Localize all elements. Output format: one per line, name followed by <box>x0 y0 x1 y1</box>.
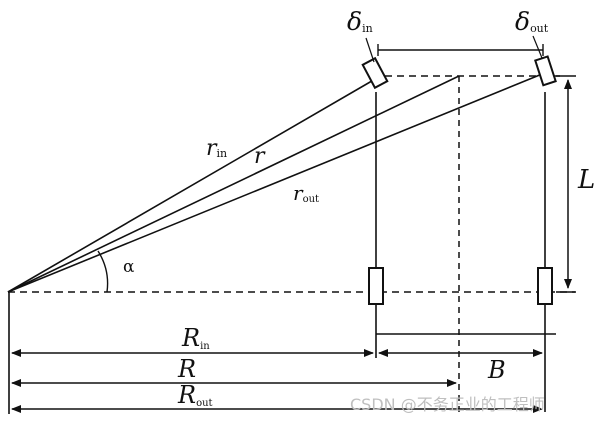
r-in-label: rin <box>206 136 227 161</box>
r-label: r <box>254 144 266 169</box>
delta-in-leader <box>365 37 375 63</box>
b-label: B <box>487 356 506 384</box>
alpha-label: α <box>123 257 135 277</box>
ray-r-out <box>7 71 548 293</box>
ray-r-in <box>7 77 378 293</box>
outer-rear-wheel <box>537 267 553 305</box>
outer-front-wheel <box>534 55 557 87</box>
watermark-text: CSDN @不务正业的工程师 <box>350 395 545 414</box>
delta-in-label: δin <box>347 7 373 36</box>
inner-front-wheel <box>361 56 389 90</box>
r-in-dim-label: Rin <box>181 324 210 352</box>
delta-out-label: δout <box>515 7 549 36</box>
ray-r <box>7 75 460 293</box>
l-label: L <box>577 165 595 195</box>
r-out-dim-label: Rout <box>177 381 213 409</box>
alpha-arc <box>97 250 109 293</box>
inner-rear-wheel <box>368 267 384 305</box>
delta-out-leader <box>532 35 543 59</box>
r-out-label: rout <box>293 181 319 205</box>
r-dim-label: R <box>177 355 196 383</box>
